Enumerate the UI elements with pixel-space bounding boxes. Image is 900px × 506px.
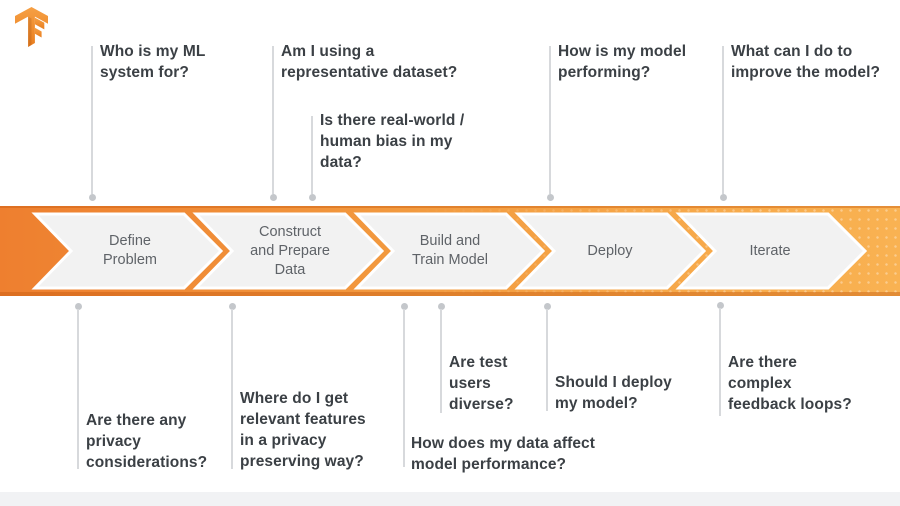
stage-label-build-train: Build and Train Model [411,233,489,268]
connector-line [272,46,274,194]
stage-chevron-build-train [353,212,546,290]
question-test-users-diverse: Are test users diverse? [449,354,514,413]
connector-dot [229,303,236,310]
stage-label-construct-data: Construct and Prepare Data [250,223,330,278]
connector-line [231,309,233,469]
connector-line [403,309,405,467]
connector-line [722,46,724,194]
stage-chevron-iterate [675,212,868,290]
chevron-arrows [31,212,868,290]
connector-line [549,46,551,194]
connector-dot [547,194,554,201]
tensorflow-logo-icon [15,7,48,47]
question-representative-dataset: Am I using a representative dataset? [281,43,458,81]
connector-line [77,309,79,469]
stage-label-deploy: Deploy [587,242,633,259]
connector-dot [401,303,408,310]
stage-label-iterate: Iterate [749,242,791,259]
question-data-affect-performance: How does my data affect model performanc… [411,435,596,473]
connector-line [311,116,313,194]
tensorflow-logo [13,6,50,49]
footer-strip [0,492,900,506]
question-should-i-deploy: Should I deploy my model? [555,374,672,412]
stage-chevron-construct-data [192,212,385,290]
connector-dot [270,194,277,201]
connector-dot [89,194,96,201]
process-banner: Define Problem Construct and Prepare Dat… [0,206,900,296]
banner-top-edge [0,206,900,208]
question-privacy-considerations: Are there any privacy considerations? [86,412,208,471]
stage-chevron-deploy [514,212,707,290]
connector-line [546,309,548,411]
connector-dot [720,194,727,201]
connector-dot [75,303,82,310]
stage-label-define-problem: Define Problem [103,233,157,268]
banner-bottom-edge [0,292,900,296]
connector-line [91,46,93,194]
stage-chevron-define-problem [31,212,224,290]
connector-dot [309,194,316,201]
connector-dot [544,303,551,310]
connector-dot [438,303,445,310]
question-real-world-human-bias: Is there real-world / human bias in my d… [320,112,465,171]
question-privacy-preserving-way: Where do I get relevant features in a pr… [240,390,366,470]
question-improve-the-model: What can I do to improve the model? [731,43,881,81]
question-who-is-my-ml-system-for: Who is my ML system for? [100,43,206,81]
connector-line [719,308,721,416]
question-how-is-model-performing: How is my model performing? [558,43,687,81]
connector-dot [717,302,724,309]
question-complex-feedback-loops: Are there complex feedback loops? [728,354,852,413]
connector-line [440,309,442,413]
